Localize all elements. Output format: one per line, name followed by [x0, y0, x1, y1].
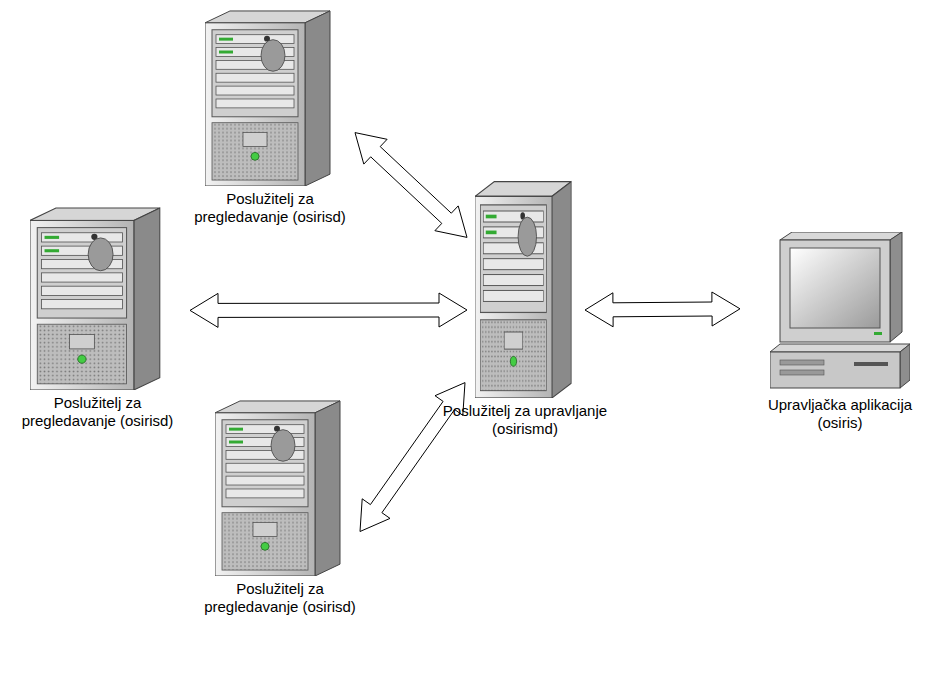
node-label: Upravljačka aplikacija (osiris) — [754, 396, 926, 432]
double-arrow — [585, 292, 740, 327]
node-label: Poslužitelj za upravljanje (osirismd) — [425, 402, 625, 438]
server-icon — [475, 178, 575, 398]
node-label: Poslužitelj za pregledavanje (osirisd) — [10, 394, 185, 430]
double-arrow — [355, 133, 467, 238]
computer-icon — [770, 232, 910, 392]
server-icon — [205, 8, 335, 186]
workstation-node: Upravljačka aplikacija (osiris) — [750, 232, 930, 432]
node-label: Poslužitelj za pregledavanje (osirisd) — [193, 580, 368, 616]
server-node: Poslužitelj za pregledavanje (osirisd) — [180, 8, 360, 226]
server-node: Poslužitelj za pregledavanje (osirisd) — [5, 205, 190, 430]
server-icon — [215, 398, 345, 576]
double-arrow — [190, 293, 467, 327]
node-label: Poslužitelj za pregledavanje (osirisd) — [183, 190, 358, 226]
server-node: Poslužitelj za upravljanje (osirismd) — [425, 178, 625, 438]
server-node: Poslužitelj za pregledavanje (osirisd) — [190, 398, 370, 616]
server-icon — [30, 205, 165, 390]
